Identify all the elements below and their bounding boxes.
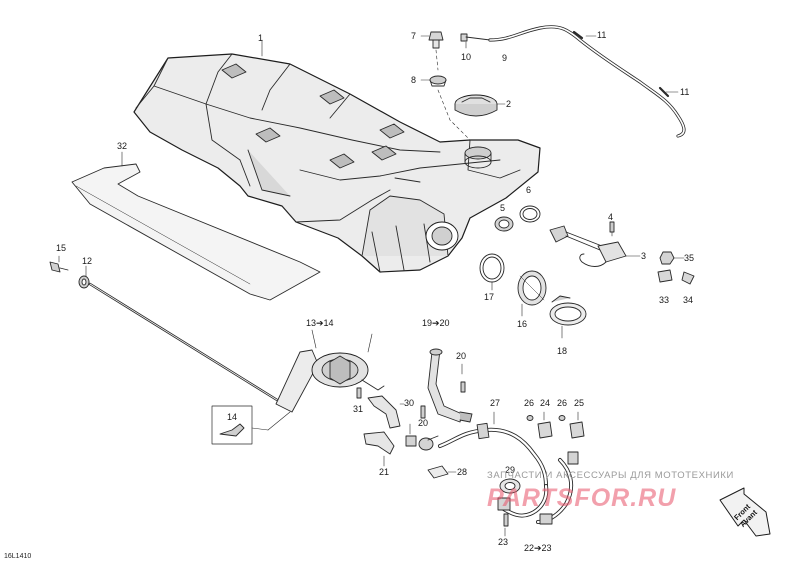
- fuel-cap: [454, 94, 506, 117]
- connector: [418, 435, 439, 451]
- callout-33: 33: [659, 295, 670, 305]
- callout-18: 18: [557, 346, 568, 356]
- callout-2: 2: [506, 99, 512, 109]
- elbow-hose-19: [427, 348, 473, 423]
- detail-box: [211, 405, 269, 445]
- callout-6: 6: [526, 185, 532, 195]
- sensor-nut: [659, 251, 685, 265]
- callout-9: 9: [502, 53, 508, 63]
- fuel-line-22: [497, 451, 579, 525]
- callout-24: 24: [540, 398, 551, 408]
- callout-19: 19➔20: [422, 318, 450, 328]
- callout-8: 8: [411, 75, 417, 85]
- clip-34: [681, 271, 695, 285]
- gasket-29: [499, 478, 521, 494]
- callout-25: 25: [574, 398, 585, 408]
- callout-26-right: 26: [557, 398, 568, 408]
- hose-21: [363, 431, 395, 467]
- pin-23: [503, 513, 509, 537]
- vent-valve: [420, 31, 444, 49]
- hose-30: [367, 395, 405, 429]
- callout-1: 1: [258, 33, 264, 43]
- clip-small: [405, 423, 417, 447]
- callout-20-lower: 20: [418, 418, 429, 428]
- callout-14: 14: [227, 412, 238, 422]
- callout-31: 31: [353, 404, 364, 414]
- callout-10: 10: [461, 52, 472, 62]
- callout-32: 32: [117, 141, 128, 151]
- gasket-28: [427, 465, 457, 479]
- lock-ring: [517, 270, 547, 317]
- callout-35: 35: [684, 253, 695, 263]
- o-ring-5: [494, 216, 514, 232]
- callout-5: 5: [500, 203, 506, 213]
- callout-34: 34: [683, 295, 694, 305]
- pin-20b: [420, 405, 426, 419]
- bracket-25: [569, 411, 585, 439]
- fuel-tank: [133, 39, 541, 273]
- seal-17: [479, 253, 505, 291]
- front-arrow: [719, 487, 771, 537]
- hose-clamp-18: [549, 295, 587, 339]
- callout-22: 22➔23: [524, 543, 552, 553]
- vent-hose: [488, 25, 686, 138]
- callout-16: 16: [517, 319, 528, 329]
- grommet: [420, 75, 447, 87]
- callout-4: 4: [608, 212, 614, 222]
- fuel-pump: [267, 329, 385, 431]
- pin-31: [356, 387, 362, 399]
- callout-11-upper: 11: [597, 30, 607, 40]
- washer-12: [78, 265, 90, 289]
- callout-7: 7: [411, 31, 417, 41]
- callout-29: 29: [505, 465, 516, 475]
- bolt-26b: [558, 415, 566, 421]
- gasket-6: [519, 205, 541, 223]
- callout-11-lower: 11: [680, 87, 690, 97]
- callout-15: 15: [56, 243, 67, 253]
- level-sensor: [549, 221, 641, 267]
- callout-13: 13➔14: [306, 318, 334, 328]
- watermark-logo: PARTSFOR.RU: [487, 484, 677, 512]
- callout-28: 28: [457, 467, 468, 477]
- callout-23: 23: [498, 537, 509, 547]
- callout-17: 17: [484, 292, 495, 302]
- vent-elbow: [460, 33, 491, 49]
- callout-27: 27: [490, 398, 501, 408]
- watermark-tagline: ЗАПЧАСТИ И АКСЕССУАРЫ ДЛЯ МОТОТЕХНИКИ: [487, 470, 734, 481]
- callout-12: 12: [82, 256, 93, 266]
- callout-26-left: 26: [524, 398, 535, 408]
- pin-20: [460, 363, 466, 393]
- screw-15: [49, 255, 69, 273]
- bolt-26a: [526, 415, 534, 421]
- diagram-code: 16L1410: [4, 553, 32, 560]
- callout-20-upper: 20: [456, 351, 467, 361]
- bracket-24: [537, 411, 553, 439]
- bracket-33: [657, 269, 673, 283]
- callout-3: 3: [641, 251, 647, 261]
- fuel-line-27: [438, 411, 548, 488]
- protection-pad: [71, 151, 321, 301]
- callout-21: 21: [379, 467, 390, 477]
- callout-30: 30: [404, 398, 415, 408]
